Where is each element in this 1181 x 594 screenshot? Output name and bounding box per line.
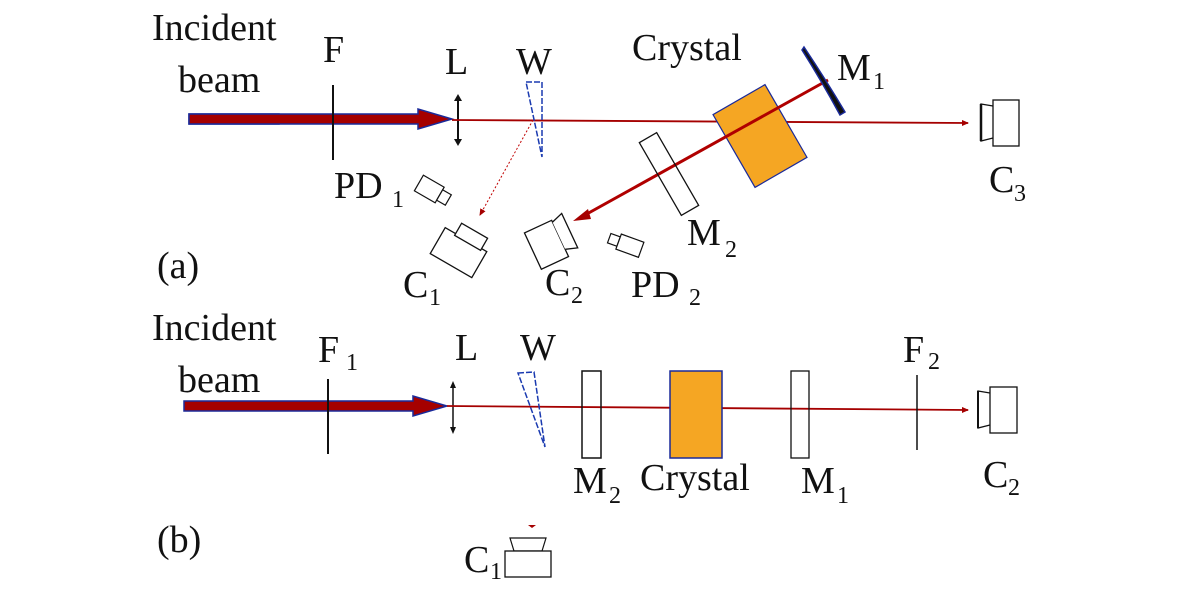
mirror-m1-a-label: M (837, 47, 871, 89)
wedge-w (525, 81, 543, 158)
camera-c1-a-sub: 1 (429, 285, 441, 311)
crystal-b (669, 370, 723, 459)
lens-l-b-label: L (455, 327, 478, 369)
transmitted-beam (451, 119, 969, 126)
wedge-w-label: W (516, 41, 552, 83)
reflected-beam-c2-arrowhead (573, 209, 591, 221)
panel-b: Incident beam F 1 L W M 2 Crystal M 1 (152, 307, 1020, 585)
mirror-m1-b-label: M (801, 460, 835, 502)
mirror-m2-a (638, 131, 700, 217)
camera-c3-label: C (989, 159, 1014, 201)
incident-beam-label-line1: Incident (152, 7, 277, 49)
camera-c1-b-sub: 1 (490, 559, 502, 585)
panel-a: Incident beam F L W Crystal (152, 7, 1026, 311)
camera-c3 (979, 99, 1020, 147)
mirror-m2-b-sub: 2 (609, 483, 621, 509)
wedge-w-b (516, 371, 546, 448)
incident-beam-b-label-line1: Incident (152, 307, 277, 349)
crystal-a-label: Crystal (632, 27, 742, 69)
mirror-m2-a-label: M (687, 212, 721, 254)
photodiode-pd1 (413, 174, 453, 207)
filter-f1-sub: 1 (346, 350, 358, 376)
camera-c2-b-sub: 2 (1008, 475, 1020, 501)
photodiode-pd1-sub: 1 (392, 187, 404, 213)
camera-c2-a-sub: 2 (571, 283, 583, 309)
wedge-w-b-label: W (520, 327, 556, 369)
crystal-a (712, 83, 808, 189)
camera-c1-b-label: C (464, 539, 489, 581)
camera-c2-b-label: C (983, 454, 1008, 496)
camera-c1-b (504, 525, 552, 578)
mirror-m1-a-sub: 1 (873, 69, 885, 95)
panel-b-label: (b) (157, 519, 201, 561)
incident-beam-b-arrow (183, 394, 450, 418)
mirror-m2-b-label: M (573, 460, 607, 502)
photodiode-pd2-label: PD (631, 264, 680, 306)
incident-beam-arrow (188, 107, 455, 131)
filter-f1-label: F (318, 329, 339, 371)
mirror-m2-a-sub: 2 (725, 237, 737, 263)
camera-c3-sub: 3 (1014, 181, 1026, 207)
camera-c1-a-label: C (403, 264, 428, 306)
reflected-beam-c2 (584, 78, 829, 217)
incident-beam-label-line2: beam (178, 59, 260, 101)
lens-l-label: L (445, 41, 468, 83)
filter-f-label: F (323, 29, 344, 71)
mirror-m1-a (801, 45, 847, 117)
camera-c2-a (523, 212, 579, 271)
photodiode-pd2-sub: 2 (689, 285, 701, 311)
mirror-m2-b (581, 370, 602, 459)
mirror-m1-b-sub: 1 (837, 483, 849, 509)
mirror-m1-b (790, 370, 810, 459)
camera-c2-a-label: C (545, 262, 570, 304)
crystal-b-label: Crystal (640, 457, 750, 499)
lens-l-b (450, 381, 456, 434)
incident-beam-b-label-line2: beam (178, 359, 260, 401)
photodiode-pd1-label: PD (334, 165, 383, 207)
panel-a-label: (a) (157, 245, 199, 287)
photodiode-pd2 (606, 232, 645, 259)
camera-c1-a (429, 222, 489, 279)
reflected-beam-c1 (479, 119, 534, 216)
filter-f2-label: F (903, 329, 924, 371)
filter-f2-sub: 2 (928, 349, 940, 375)
camera-c2-b (977, 386, 1018, 434)
